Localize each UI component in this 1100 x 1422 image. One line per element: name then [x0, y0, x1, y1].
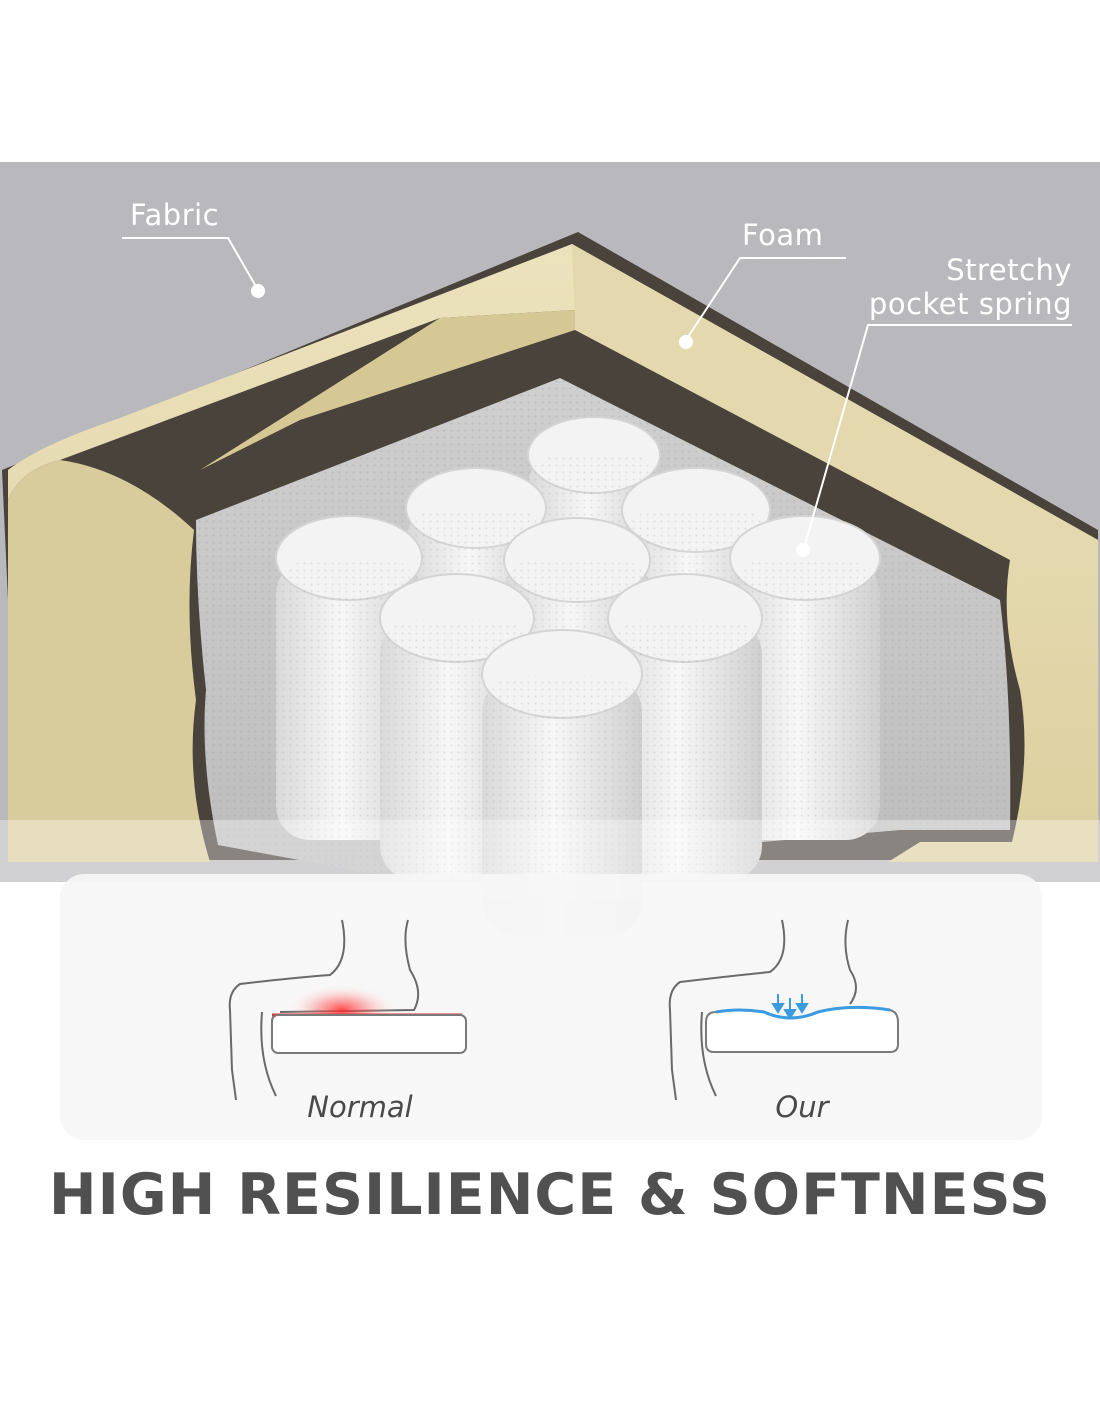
pocket-springs — [275, 416, 881, 936]
pocket-spring-label-line2: pocket spring — [868, 287, 1072, 321]
foam-label: Foam — [742, 218, 824, 252]
pocket-spring-coil — [607, 573, 763, 880]
spring-marker-dot — [796, 543, 810, 557]
pocket-spring-coil — [729, 515, 881, 840]
pocket-spring-coil — [481, 629, 643, 936]
callout-lines — [122, 237, 1072, 549]
foam-marker-dot — [679, 335, 693, 349]
our-sitting-diagram — [668, 919, 857, 1101]
normal-mattress-outline — [271, 1014, 467, 1054]
normal-caption: Normal — [307, 1090, 413, 1124]
fabric-label: Fabric — [130, 198, 220, 232]
support-arrow-icons — [771, 994, 809, 1020]
fabric-marker-dot — [251, 284, 265, 298]
normal-sitting-diagram — [228, 919, 420, 1101]
pocket-spring-label: Stretchy pocket spring — [869, 253, 1072, 321]
headline: HIGH RESILIENCE & SOFTNESS — [48, 1162, 1052, 1228]
pocket-spring-label-line1: Stretchy — [946, 253, 1072, 287]
comparison-panel — [60, 874, 1042, 1140]
our-caption: Our — [775, 1090, 829, 1124]
